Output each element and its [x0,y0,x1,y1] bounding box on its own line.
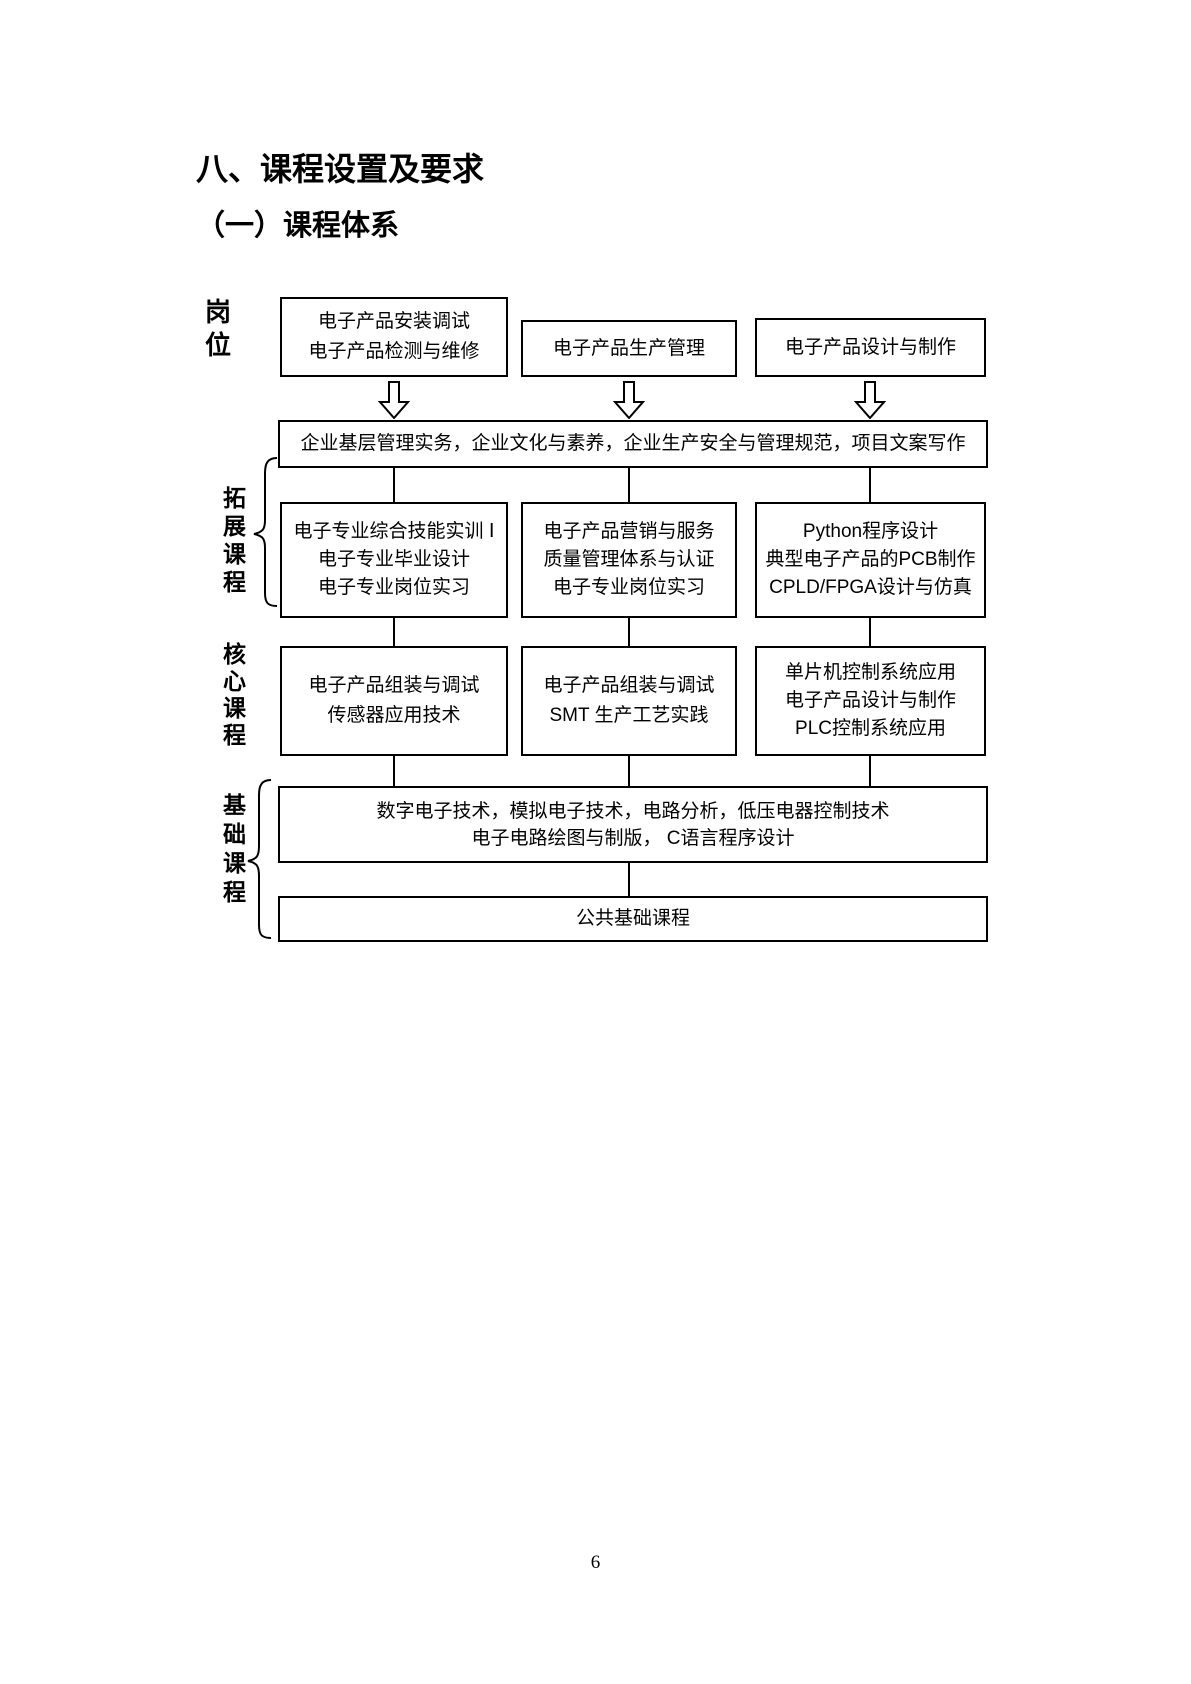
foundation-bar-line: 数字电子技术，模拟电子技术，电路分析，低压电器控制技术 [376,800,890,822]
section-heading: 八、课程设置及要求 [196,151,485,187]
connector-line [869,618,871,646]
core-box-3-line: 电子产品设计与制作 [784,690,956,711]
extension-box-1-line: 电子专业毕业设计 [317,549,470,570]
extension-box-3-line: Python程序设计 [802,521,939,542]
extension-box-3: Python程序设计 典型电子产品的PCB制作 CPLD/FPGA设计与仿真 [755,502,986,618]
subsection-heading: （一）课程体系 [196,210,400,242]
post-box-1-line: 电子产品安装调试 [317,311,470,332]
row-label-extension: 拓展课程 [223,485,246,595]
post-box-3-line: 电子产品设计与制作 [784,336,956,358]
page-number: 6 [590,1552,601,1573]
row-label-core: 核心课程 [223,641,246,748]
down-arrow-icon [854,381,886,419]
extension-box-1-line: 电子专业岗位实习 [317,577,470,598]
core-box-1-line: 传感器应用技术 [327,705,461,726]
post-box-2: 电子产品生产管理 [521,320,737,377]
management-bar-text: 企业基层管理实务，企业文化与素养，企业生产安全与管理规范，项目文案写作 [300,433,966,454]
foundation-bar: 数字电子技术，模拟电子技术，电路分析，低压电器控制技术 电子电路绘图与制版， C… [278,786,988,863]
extension-box-2-line: 电子专业岗位实习 [552,577,705,598]
management-bar: 企业基层管理实务，企业文化与素养，企业生产安全与管理规范，项目文案写作 [278,420,988,468]
core-box-3-line: PLC控制系统应用 [795,718,946,739]
curly-brace-icon [253,457,278,607]
curly-brace-icon [247,779,272,939]
connector-line [393,756,395,786]
extension-box-2-line: 电子产品营销与服务 [543,521,715,542]
post-box-2-line: 电子产品生产管理 [552,337,705,359]
core-box-1-line: 电子产品组装与调试 [308,675,480,696]
extension-box-2: 电子产品营销与服务 质量管理体系与认证 电子专业岗位实习 [521,502,737,618]
row-label-posts: 岗位 [204,297,231,360]
foundation-bar-line: 电子电路绘图与制版， C语言程序设计 [471,827,795,849]
post-box-1-line: 电子产品检测与维修 [308,341,480,362]
down-arrow-icon [378,381,410,419]
row-label-foundation: 基础课程 [223,792,246,905]
connector-line [628,863,630,896]
connector-line [393,618,395,646]
connector-line [628,756,630,786]
connector-line [869,756,871,786]
post-box-1: 电子产品安装调试 电子产品检测与维修 [280,297,508,377]
core-box-3: 单片机控制系统应用 电子产品设计与制作 PLC控制系统应用 [755,646,986,756]
post-box-3: 电子产品设计与制作 [755,318,986,377]
connector-line [628,468,630,502]
core-box-1: 电子产品组装与调试 传感器应用技术 [280,646,508,756]
extension-box-3-line: CPLD/FPGA设计与仿真 [769,577,972,598]
extension-box-1: 电子专业综合技能实训 Ⅰ 电子专业毕业设计 电子专业岗位实习 [280,502,508,618]
public-bar: 公共基础课程 [278,896,988,942]
core-box-2-line: SMT 生产工艺实践 [549,705,709,726]
extension-box-2-line: 质量管理体系与认证 [543,549,715,570]
down-arrow-icon [613,381,645,419]
public-bar-text: 公共基础课程 [575,908,690,929]
core-box-3-line: 单片机控制系统应用 [784,662,956,683]
core-box-2: 电子产品组装与调试 SMT 生产工艺实践 [521,646,737,756]
connector-line [628,618,630,646]
core-box-2-line: 电子产品组装与调试 [543,675,715,696]
connector-line [869,468,871,502]
extension-box-1-line: 电子专业综合技能实训 Ⅰ [293,521,495,542]
connector-line [393,468,395,502]
extension-box-3-line: 典型电子产品的PCB制作 [765,549,976,570]
